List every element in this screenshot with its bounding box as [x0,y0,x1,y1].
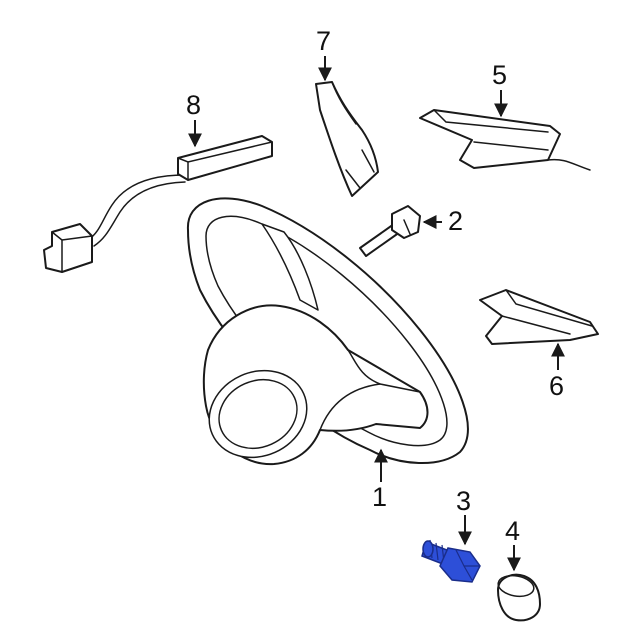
part-3-bolt-highlighted [421,539,481,583]
part-5-trim-cover [419,109,591,171]
callout-2: 2 [448,206,464,236]
part-7-trim-cover [315,81,379,197]
callout-5: 5 [492,60,508,90]
part-2-bolt [359,205,421,257]
part-4-cap [497,573,541,622]
leader-lines [188,56,565,572]
callout-1: 1 [372,482,388,512]
callout-4: 4 [505,516,521,546]
part-1-steering-wheel [186,197,469,466]
callout-3: 3 [456,486,472,516]
part-6-trim-cover [479,289,599,345]
callout-8: 8 [186,90,202,120]
callout-7: 7 [316,26,332,56]
part-8-wire-harness [43,135,273,273]
callout-6: 6 [549,371,565,401]
